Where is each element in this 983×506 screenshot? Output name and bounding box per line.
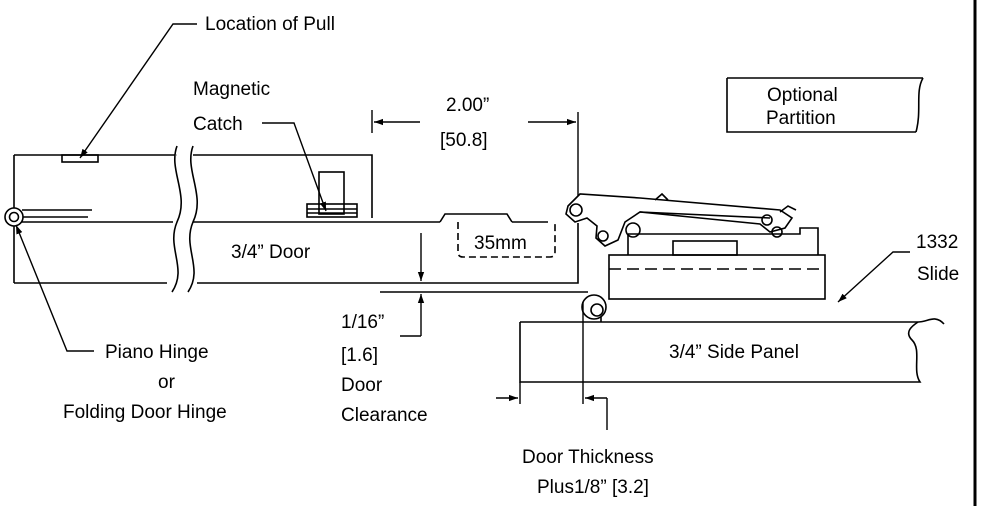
- optional-partition-label-line2: Partition: [766, 108, 836, 129]
- side-panel: [519, 294, 945, 383]
- door-label: 3/4” Door: [231, 242, 311, 263]
- cup-35mm-label: 35mm: [474, 233, 527, 254]
- clearance-mm-label: [1.6]: [341, 345, 378, 366]
- optional-partition-label-line1: Optional: [767, 85, 838, 106]
- door-thickness-label-line1: Door Thickness: [522, 447, 654, 468]
- break-lines: [171, 145, 198, 293]
- door-thickness-label-line2: Plus1/8” [3.2]: [537, 477, 649, 498]
- magnetic-catch-label-line2: Catch: [193, 114, 243, 135]
- concealed-hinge: [565, 192, 819, 256]
- door-assembly: [13, 154, 579, 284]
- slide-label-line2: Slide: [917, 264, 959, 285]
- dim-2in-mm-label: [50.8]: [440, 130, 488, 151]
- dim-2in-label: 2.00”: [446, 95, 489, 116]
- magnetic-catch-label-line1: Magnetic: [193, 79, 270, 100]
- side-panel-label: 3/4” Side Panel: [669, 342, 799, 363]
- optional-partition: [726, 77, 924, 133]
- piano-hinge-label-line1: Piano Hinge: [105, 342, 209, 363]
- slide-label-line1: 1332: [916, 232, 958, 253]
- clearance-inch-label: 1/16”: [341, 312, 384, 333]
- piano-hinge-label-line2: or: [158, 372, 176, 393]
- leader-lines: [15, 23, 910, 430]
- piano-hinge-label-line3: Folding Door Hinge: [63, 402, 227, 423]
- slide-1332: [608, 254, 826, 300]
- clearance-word-label-line2: Clearance: [341, 405, 428, 426]
- clearance-word-label-line1: Door: [341, 375, 383, 396]
- location-of-pull-label: Location of Pull: [205, 14, 335, 35]
- piano-hinge: [4, 207, 24, 227]
